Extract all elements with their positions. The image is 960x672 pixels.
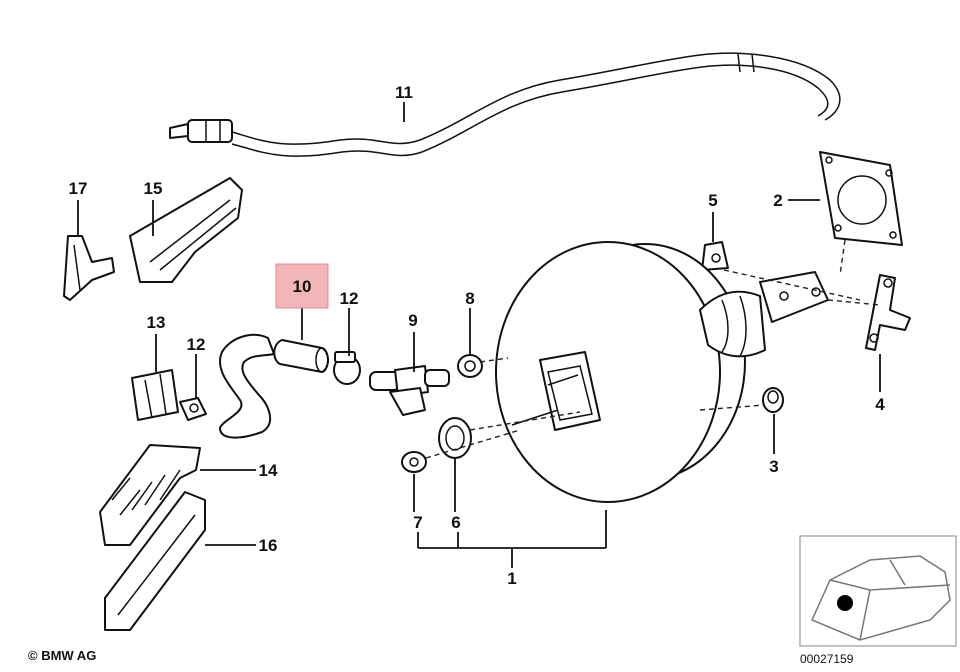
brake-booster[interactable] <box>495 241 829 503</box>
copyright-text: © BMW AG <box>28 648 97 663</box>
diagram-number: 00027159 <box>800 652 854 666</box>
callout-17: 17 <box>69 179 88 198</box>
callout-10: 10 <box>293 277 312 296</box>
line-holder-channel[interactable] <box>99 444 201 546</box>
curved-hose[interactable] <box>219 333 275 439</box>
callout-9: 9 <box>408 311 417 330</box>
callout-6: 6 <box>451 513 460 532</box>
rubber-block[interactable] <box>131 369 179 421</box>
callout-12-lower: 12 <box>187 335 206 354</box>
hose-clamp-small[interactable] <box>179 397 207 421</box>
nut[interactable] <box>401 451 427 473</box>
callout-3: 3 <box>769 457 778 476</box>
callout-16: 16 <box>259 536 278 555</box>
vehicle-location-thumbnail <box>799 535 957 647</box>
location-marker <box>837 595 853 611</box>
assembly-lines <box>425 239 881 459</box>
callout-14: 14 <box>259 461 278 480</box>
callout-1: 1 <box>507 569 516 588</box>
clip[interactable] <box>701 241 729 271</box>
callout-8: 8 <box>465 289 474 308</box>
lever-bracket[interactable] <box>865 274 911 351</box>
hose-clamp[interactable] <box>333 351 361 385</box>
line-holder-lower[interactable] <box>104 491 206 631</box>
gasket[interactable] <box>819 151 903 246</box>
callout-12-upper: 12 <box>340 289 359 308</box>
callout-5: 5 <box>708 191 717 210</box>
vacuum-pipe[interactable] <box>169 52 841 157</box>
grommet-small[interactable] <box>457 354 483 378</box>
callout-15: 15 <box>144 179 163 198</box>
callout-7: 7 <box>413 513 422 532</box>
callout-labels: 1 2 3 4 5 6 7 8 9 10 11 12 12 13 14 15 1… <box>69 83 886 588</box>
callout-11: 11 <box>395 83 413 102</box>
callout-4: 4 <box>875 395 885 414</box>
holder-bracket[interactable] <box>63 235 115 301</box>
vacuum-hose[interactable] <box>273 339 329 373</box>
highlight-box <box>275 263 329 309</box>
line-holder[interactable] <box>129 177 243 283</box>
callout-13: 13 <box>147 313 166 332</box>
grommet[interactable] <box>762 387 784 413</box>
callout-2: 2 <box>773 191 782 210</box>
check-valve[interactable] <box>369 365 450 416</box>
leader-lines <box>77 102 881 568</box>
